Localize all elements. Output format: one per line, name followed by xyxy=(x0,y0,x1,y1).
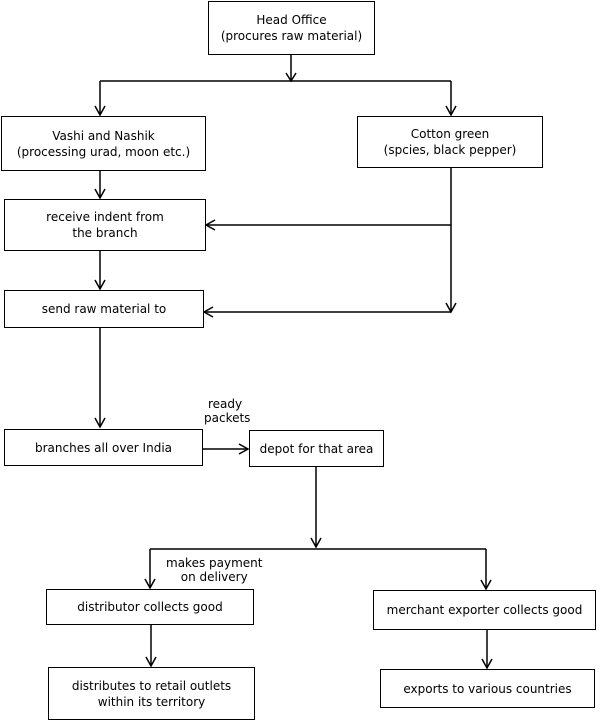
node-label-line: branches all over India xyxy=(34,440,173,455)
arrowhead xyxy=(145,656,157,668)
node-merchant-exporter: merchant exporter collects good xyxy=(373,590,596,630)
edge-label-line: on delivery xyxy=(180,570,248,584)
node-label-line: (procures raw material) xyxy=(220,29,363,43)
edge-label-line: packets xyxy=(204,411,251,425)
edge-label-line: ready xyxy=(208,397,243,411)
node-label-line: merchant exporter collects good xyxy=(386,603,583,617)
node-depot: depot for that area xyxy=(249,430,384,467)
arrowhead xyxy=(94,188,106,200)
node-label-line: the branch xyxy=(72,226,138,240)
node-label-line: Head Office xyxy=(256,13,327,27)
node-label-line: receive indent from xyxy=(46,210,164,224)
node-label-line: (processing urad, moon etc.) xyxy=(16,144,191,159)
node-label-line: exports to various countries xyxy=(403,681,572,696)
node-exports: exports to various countries xyxy=(380,669,595,708)
arrowhead xyxy=(445,105,457,117)
node-send-raw-material: send raw material to xyxy=(4,290,204,328)
arrowhead xyxy=(310,537,322,549)
node-label-line: Cotton green xyxy=(410,127,490,141)
node-label-line: Vashi and Nashik xyxy=(52,128,155,143)
edge-label-makes-payment: makes payment on delivery xyxy=(166,556,262,584)
arrowhead xyxy=(285,72,297,83)
node-branches: branches all over India xyxy=(4,429,203,466)
arrowhead xyxy=(94,105,106,117)
node-label-line: distributor collects good xyxy=(77,600,223,614)
edge-label-ready-packets: ready packets xyxy=(204,397,250,425)
arrowhead xyxy=(94,279,106,291)
node-receive-indent: receive indent from the branch xyxy=(4,199,206,251)
node-head-office: Head Office (procures raw material) xyxy=(208,1,375,55)
arrowhead xyxy=(238,443,250,455)
node-label-line: within its territory xyxy=(97,694,206,709)
arrowhead xyxy=(480,579,492,591)
node-label-line: (spcies, black pepper) xyxy=(383,143,517,157)
node-label-line: distributes to retail outlets xyxy=(71,678,232,693)
arrowhead xyxy=(445,302,457,314)
node-vashi-nashik: Vashi and Nashik (processing urad, moon … xyxy=(1,116,206,171)
node-cotton-green: Cotton green (spcies, black pepper) xyxy=(357,116,543,168)
node-label-line: send raw material to xyxy=(41,302,167,316)
edge-label-line: makes payment xyxy=(166,556,263,570)
node-distributes-retail: distributes to retail outlets within its… xyxy=(48,667,255,720)
node-distributor: distributor collects good xyxy=(46,589,254,625)
node-label-line: depot for that area xyxy=(259,441,374,456)
arrowhead xyxy=(204,219,216,231)
arrowhead xyxy=(481,658,493,670)
arrowhead xyxy=(202,306,214,318)
arrowhead xyxy=(144,578,156,590)
arrowhead xyxy=(94,417,106,429)
